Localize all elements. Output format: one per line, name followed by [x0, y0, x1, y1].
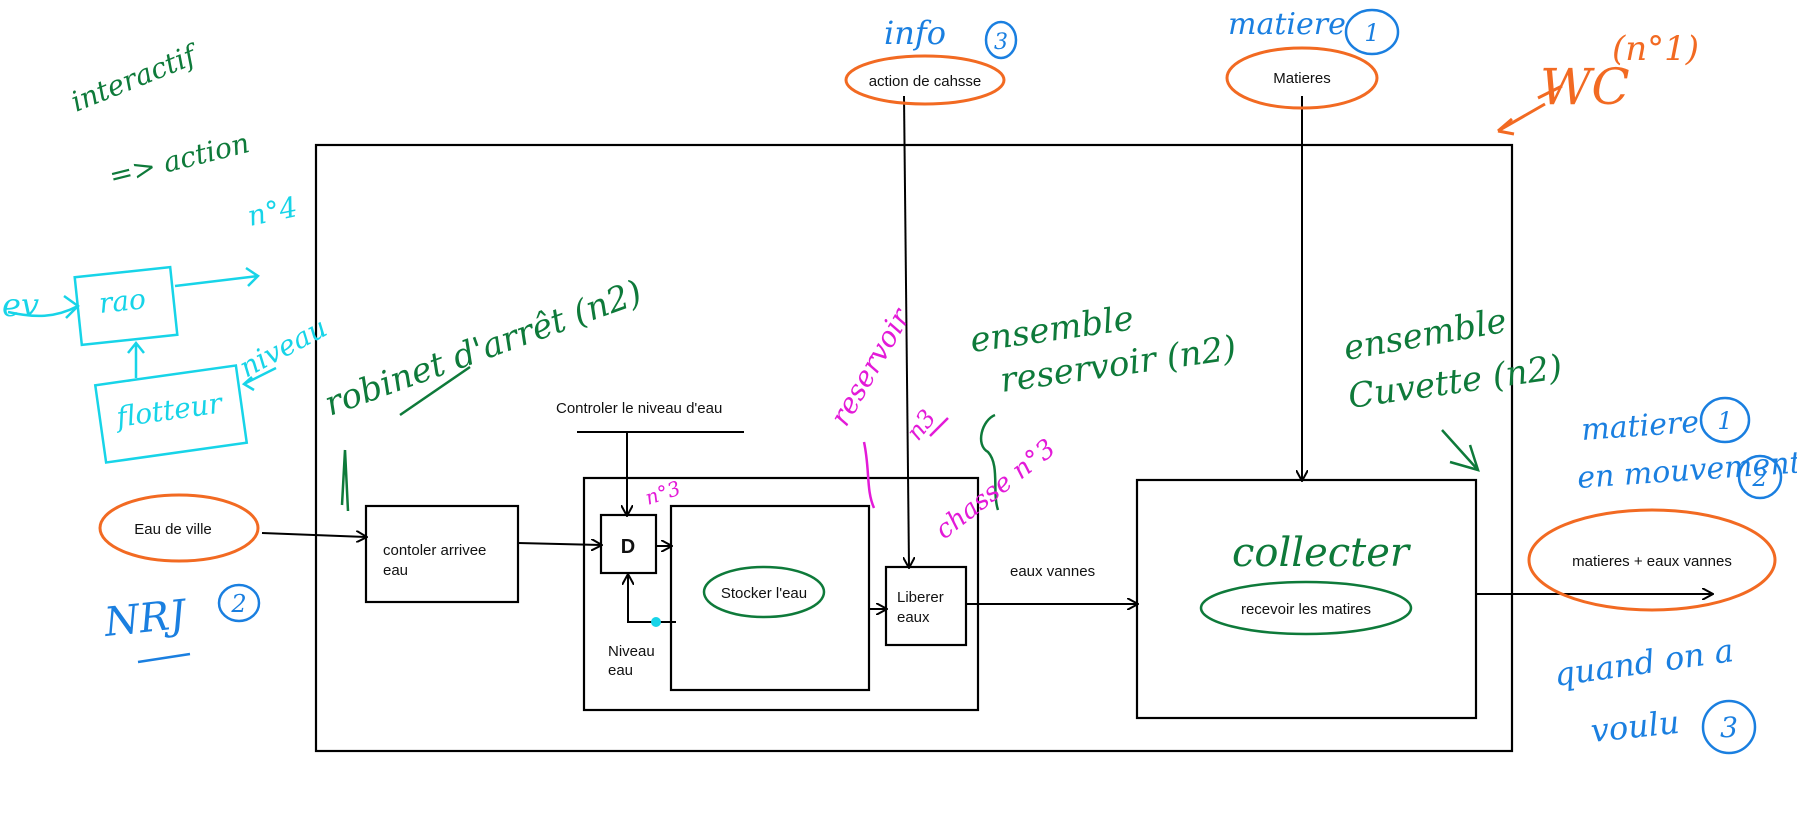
- hw-num-1: 1: [1717, 407, 1732, 435]
- hw-wc-num: (n°1): [1612, 29, 1699, 69]
- arrow-to-d: [517, 543, 601, 545]
- hw-matiere-num: 1: [1364, 19, 1379, 47]
- rao-out-arrow: [174, 266, 260, 288]
- label-eau-de-ville: Eau de ville: [134, 521, 212, 538]
- flotteur-to-rao-arrow: [127, 340, 145, 378]
- underline-robinet: [399, 365, 471, 417]
- reservoir-group-box: [582, 476, 980, 712]
- level-sensor-dot: [651, 617, 661, 627]
- label-controler-arrivee-2: eau: [383, 562, 408, 579]
- wc-arrow: [1497, 84, 1563, 136]
- circle-num-2: [1737, 454, 1783, 500]
- ellipse-action-de-chasse: [844, 54, 1006, 106]
- hw-info-num: 3: [994, 30, 1008, 55]
- ellipse-eau-de-ville: [98, 493, 260, 563]
- label-action-de-chasse: action de cahsse: [869, 73, 982, 90]
- hw-num-2: 2: [1751, 464, 1767, 492]
- label-d: D: [621, 536, 635, 558]
- controler-arrivee-box: [364, 504, 520, 604]
- label-liberer-2: eaux: [897, 609, 930, 626]
- circle-matiere-1: [1344, 8, 1400, 56]
- hw-reservoir-mag: reservoir: [823, 302, 917, 432]
- label-niveau-1: Niveau: [608, 643, 655, 660]
- flotteur-box: [93, 364, 249, 464]
- cuvette-box: [1135, 478, 1478, 720]
- arrow-action-de-chasse: [904, 95, 909, 567]
- hw-matiere-mouvement-1: matiere: [1580, 405, 1700, 448]
- ev-arrow-line: [7, 304, 79, 318]
- ev-arrow-head: [63, 294, 80, 319]
- hw-n3-small: n°3: [642, 476, 683, 510]
- label-controler-niveau: Controler le niveau d'eau: [556, 400, 722, 417]
- hw-action: => action: [106, 126, 253, 193]
- hw-ev: ev: [2, 286, 39, 324]
- hw-wc: WC: [1540, 58, 1630, 116]
- hw-interactif: interactif: [66, 37, 204, 118]
- label-niveau-2: eau: [608, 662, 633, 679]
- ellipse-recevoir: [1199, 580, 1413, 636]
- label-eaux-vannes: eaux vannes: [1010, 563, 1095, 580]
- label-recevoir-matieres: recevoir les matires: [1241, 601, 1371, 618]
- hw-matiere: matiere: [1228, 7, 1346, 42]
- ensemble-reservoir-brace: [979, 413, 1000, 511]
- hw-niveau: niveau: [234, 311, 333, 384]
- reservoir-mag-bracket: [862, 441, 876, 509]
- hw-quand-2: voulu: [1589, 703, 1681, 750]
- hw-info: info: [884, 14, 946, 52]
- hw-rao: rao: [97, 282, 147, 320]
- label-stocker: Stocker l'eau: [721, 585, 807, 602]
- circle-num-3: [1701, 699, 1757, 755]
- ellipse-matieres: [1225, 46, 1379, 110]
- label-matieres: Matieres: [1273, 70, 1331, 87]
- hw-chasse: chasse n°3: [930, 434, 1062, 546]
- hw-flotteur: flotteur: [112, 386, 225, 434]
- circle-nrj-2: [217, 583, 261, 623]
- hw-nrj-num: 2: [230, 590, 246, 618]
- niveau-in-arrow: [241, 366, 277, 392]
- arrow-niveau-feedback: [628, 575, 676, 623]
- ellipse-stocker: [702, 565, 826, 619]
- circle-num-1: [1699, 396, 1751, 444]
- stocker-box: [669, 504, 871, 692]
- hw-collecter: collecter: [1232, 530, 1412, 576]
- system-boundary-box: [314, 143, 1514, 753]
- robinet-pointer: [340, 449, 350, 512]
- hw-nrj: NRJ: [101, 592, 189, 647]
- rao-box: [73, 265, 179, 347]
- arrow-eau-de-ville: [261, 533, 366, 537]
- ellipse-sortie: [1527, 508, 1777, 612]
- label-liberer-1: Liberer: [897, 589, 944, 606]
- label-sortie: matieres + eaux vannes: [1572, 553, 1732, 570]
- hw-quand-1: quand on a: [1552, 631, 1736, 694]
- hw-n4: n°4: [245, 190, 301, 233]
- circle-info-3: [984, 20, 1018, 60]
- ensemble-cuvette-arrow: [1441, 429, 1480, 472]
- nrj-underline: [137, 652, 191, 664]
- label-controler-arrivee-1: contoler arrivee: [383, 542, 486, 559]
- hw-num-3: 3: [1720, 711, 1738, 744]
- reservoir-mag-tick: [929, 417, 949, 437]
- liberer-box: [884, 565, 968, 647]
